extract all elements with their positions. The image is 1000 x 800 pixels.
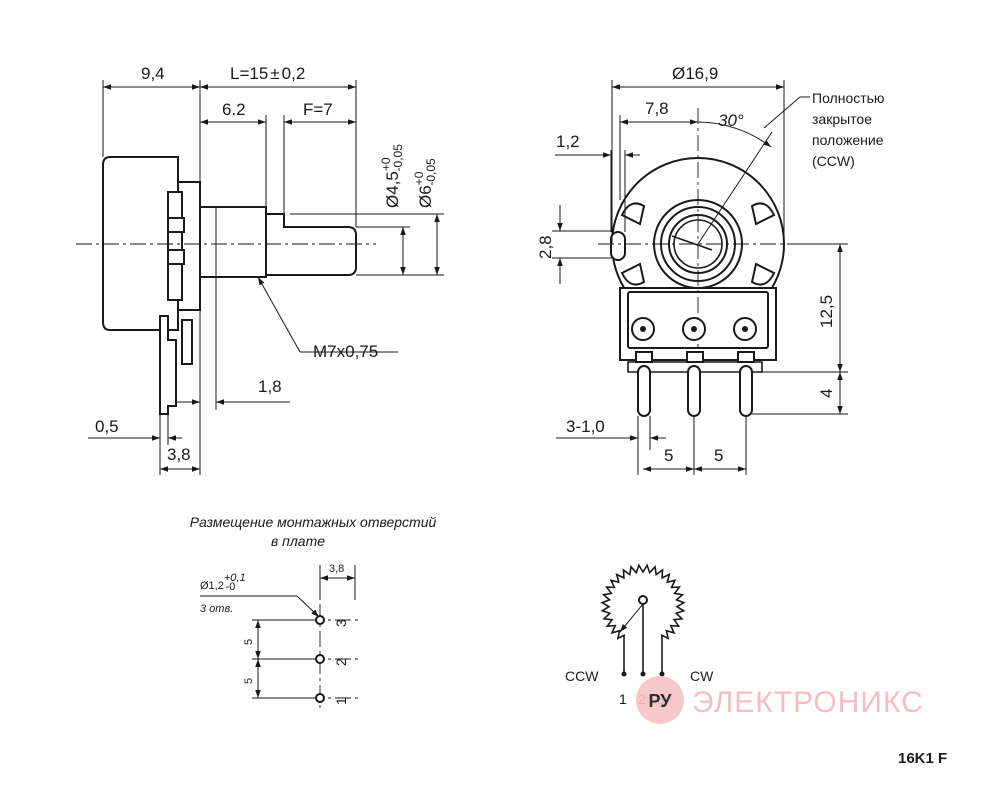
dim-thread: M7x0,75 — [313, 342, 378, 361]
dim-length: L=15±0,2 — [230, 64, 305, 83]
mounting-lug — [159, 315, 177, 415]
potentiometer-body-side — [102, 156, 179, 331]
hole-diameter-callout: Ø1,2+0,1-0 — [200, 572, 246, 593]
pcb-pitch-1: 5 — [243, 639, 255, 645]
pcb-hole-3 — [315, 615, 325, 625]
dim-center-offset: 7,8 — [645, 99, 669, 118]
shaft — [265, 213, 357, 276]
pcb-hole-layout: Размещение монтажных отверстий в плате 3… — [190, 514, 437, 712]
pcb-dim-offset: 3,8 — [329, 563, 344, 575]
detent-tab-lower — [167, 249, 185, 265]
watermark-text: ЭЛЕКТРОНИКС — [692, 686, 924, 719]
pcb-pin-label-3: 3 — [333, 619, 349, 627]
pcb-hole-1 — [315, 693, 325, 703]
terminal-pin-2 — [687, 365, 701, 417]
dim-pin-thickness: 0,5 — [95, 417, 119, 436]
terminal-pin-3 — [739, 365, 753, 417]
pcb-hole-2 — [315, 654, 325, 664]
dim-tab-width: 1,2 — [556, 132, 580, 151]
pcb-pitch-2: 5 — [243, 678, 255, 684]
mounting-slot-left — [610, 231, 626, 261]
closed-position-note: Полностью закрытое положение (CCW) — [812, 90, 888, 169]
dim-pin-offset: 3,8 — [167, 445, 191, 464]
dim-pin-pitch-1: 5 — [664, 446, 673, 465]
side-view: 9,4 L=15±0,2 6.2 F=7 Ø4,5+0-0,05 Ø6+0-0,… — [76, 64, 444, 475]
svg-text:РУ: РУ — [649, 691, 673, 711]
pcb-layout-title-1: Размещение монтажных отверстий — [190, 514, 437, 530]
dim-front-diameter: Ø16,9 — [672, 64, 718, 83]
detent-tab-upper — [167, 217, 185, 233]
dim-thread-length: 6.2 — [222, 100, 246, 119]
dim-bushing: 1,8 — [258, 377, 282, 396]
watermark-logo — [636, 676, 684, 724]
front-view: Ø16,9 7,8 30° Полностью закрытое положен… — [536, 64, 888, 475]
dim-pin-width: 3-1,0 — [566, 417, 605, 436]
dim-pin-length: 4 — [817, 389, 836, 398]
housing-step — [167, 191, 183, 301]
thread-bushing — [199, 206, 267, 278]
pcb-layout-title-2: в плате — [271, 533, 325, 549]
solder-pin-side — [181, 319, 193, 365]
dim-pin-pitch-2: 5 — [714, 446, 723, 465]
label-ccw: CCW — [565, 668, 599, 684]
pcb-pin-label-2: 2 — [333, 658, 349, 666]
dim-slot-height: 2,8 — [536, 235, 555, 259]
schematic-pin-1: 1 — [619, 691, 627, 707]
pcb-pin-label-1: 1 — [333, 697, 349, 705]
dim-angle: 30° — [718, 111, 744, 130]
hole-count: 3 отв. — [200, 603, 233, 615]
dim-flat-length: F=7 — [303, 100, 333, 119]
label-cw: CW — [690, 668, 714, 684]
dim-shaft-diameter-2: Ø6+0-0,05 — [412, 158, 438, 208]
dim-body-depth: 9,4 — [141, 64, 165, 83]
dim-total-height: 12,5 — [817, 295, 836, 328]
dim-shaft-diameter: Ø4,5+0-0,05 — [379, 144, 405, 208]
resistor-track — [600, 563, 686, 640]
terminal-pin-1 — [637, 365, 651, 417]
watermark: РУ ЭЛЕКТРОНИКС — [636, 676, 924, 724]
part-code: 16K1 F — [898, 750, 947, 767]
